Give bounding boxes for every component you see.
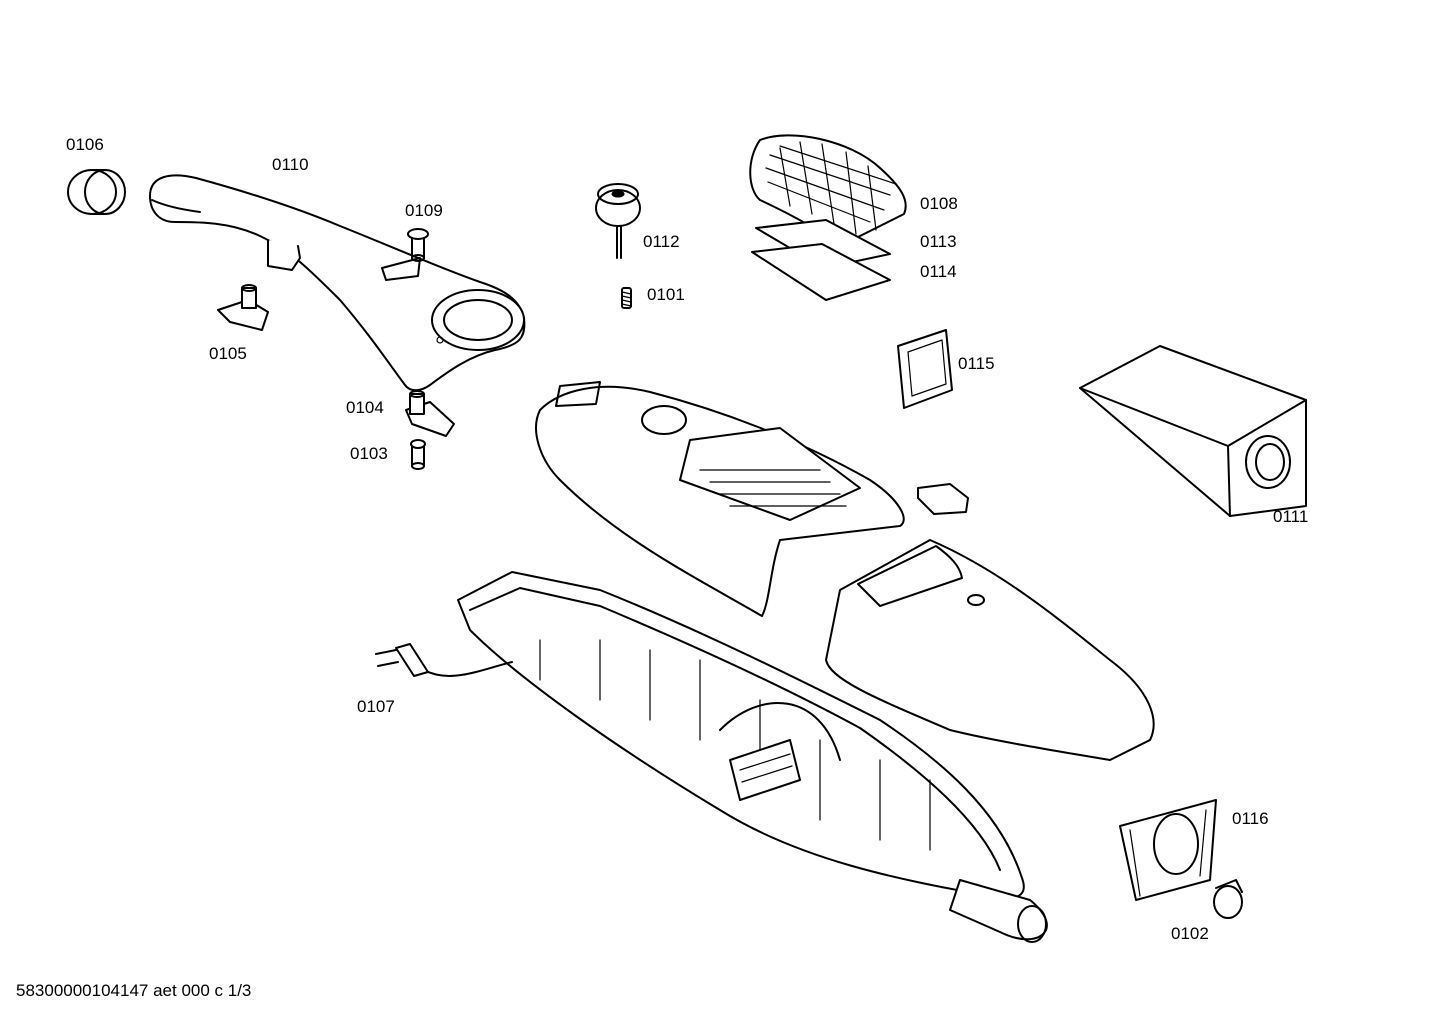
label-0106: 0106 [66, 135, 104, 154]
part-0103-screw [410, 439, 426, 470]
part-0110-handle [149, 174, 526, 392]
part-0101-spring [621, 287, 632, 309]
label-0101: 0101 [647, 285, 685, 304]
label-0111: 0111 [1273, 507, 1309, 526]
label-0114: 0114 [920, 262, 957, 281]
part-0111-dust-bag [1079, 345, 1307, 517]
part-0105-clip [217, 284, 269, 331]
small-latch-part [917, 483, 969, 515]
part-0115-frame [897, 329, 953, 409]
part-0114-filter [751, 243, 891, 301]
label-0102: 0102 [1171, 924, 1209, 943]
label-0113: 0113 [920, 232, 957, 251]
label-0112: 0112 [643, 232, 680, 251]
label-0116: 0116 [1232, 809, 1269, 828]
part-0107-base-housing [457, 571, 1048, 943]
label-0109: 0109 [405, 201, 443, 220]
part-0106-ring [67, 169, 126, 215]
label-0108: 0108 [920, 194, 958, 213]
part-0109-pin [407, 228, 429, 262]
label-0110: 0110 [272, 155, 309, 174]
part-0104-clip [405, 390, 455, 437]
label-0104: 0104 [346, 398, 384, 417]
power-cord-plug [375, 643, 513, 677]
part-0102-cap [1213, 879, 1243, 919]
upper-housing-cover [535, 381, 905, 617]
part-0112-wheel [595, 183, 641, 259]
label-0115: 0115 [958, 354, 995, 373]
label-0103: 0103 [350, 444, 388, 463]
document-id: 58300000104147 aet 000 c 1/3 [16, 981, 252, 1000]
label-0105: 0105 [209, 344, 247, 363]
rear-housing-lid [825, 539, 1155, 761]
part-0116-frame [1119, 799, 1217, 901]
part-0108-grille [749, 134, 907, 247]
label-0107: 0107 [357, 697, 395, 716]
